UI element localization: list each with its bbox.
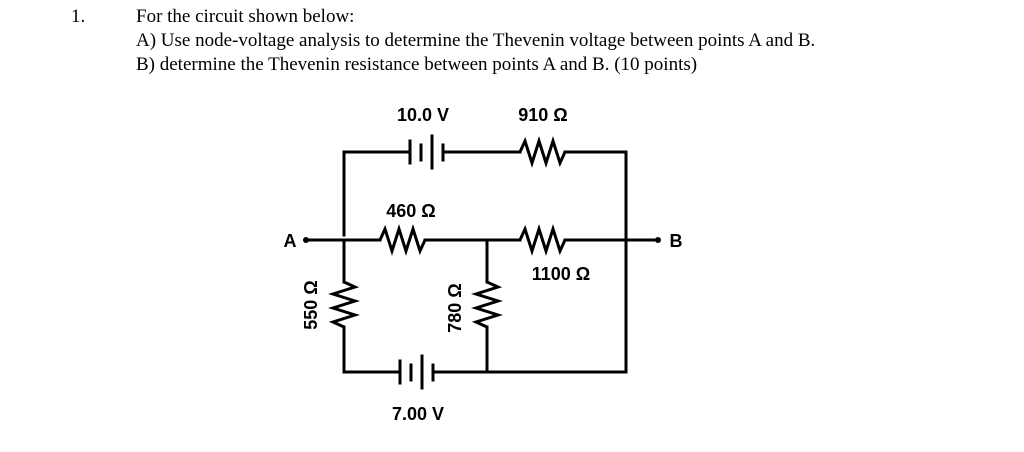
problem-number: 1. [71,6,86,27]
label-res-left: 550 Ω [301,280,321,329]
label-source-top: 10.0 V [397,105,449,125]
label-res-center: 780 Ω [445,283,465,332]
terminal-a [303,237,309,243]
battery-10v [408,134,445,170]
battery-7v [398,354,435,390]
resistor-550 [328,280,360,329]
middle-branch [303,224,661,256]
resistor-780 [471,280,503,329]
label-res-top: 910 Ω [518,105,567,125]
top-branch [342,134,628,374]
terminal-b [655,237,661,243]
bottom-branch [398,354,628,390]
center-branch [471,238,503,374]
problem-intro: For the circuit shown below: [136,6,355,27]
resistor-1100 [518,224,567,256]
label-source-bottom: 7.00 V [392,404,444,424]
problem-part-b: B) determine the Thevenin resistance bet… [136,54,698,75]
resistor-460 [378,224,427,256]
left-branch [328,238,402,374]
problem-part-a: A) Use node-voltage analysis to determin… [136,30,816,51]
label-res-right: 1100 Ω [532,264,590,284]
label-res-mid: 460 Ω [386,201,435,221]
resistor-910 [518,136,567,168]
label-node-b: B [670,231,683,251]
label-node-a: A [284,231,297,251]
